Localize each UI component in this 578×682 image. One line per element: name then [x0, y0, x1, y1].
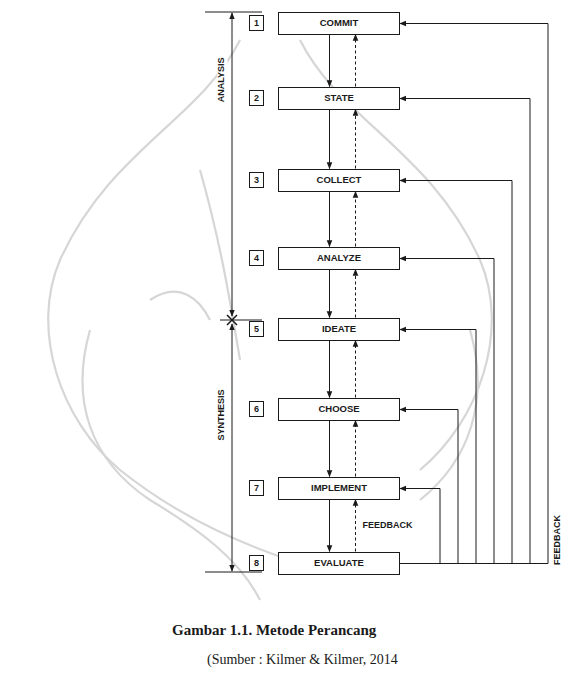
step-number: 4	[254, 254, 259, 263]
step-number: 3	[254, 176, 259, 185]
figure-caption: Gambar 1.1. Metode Perancang	[170, 622, 378, 639]
step-number-box: 3	[249, 172, 264, 188]
edge-label: FEEDBACK	[553, 513, 563, 565]
step-label: ANALYZE	[317, 253, 361, 263]
step-number: 1	[254, 19, 259, 28]
step-box: COLLECT	[278, 169, 400, 192]
step-box: IMPLEMENT	[278, 477, 400, 500]
return-arrow	[355, 110, 356, 169]
step-number-box: 4	[249, 250, 264, 266]
phase-label: ANALYSIS	[217, 56, 227, 105]
flow-arrow	[329, 341, 330, 398]
step-label: COMMIT	[320, 18, 359, 28]
step-number-box: 6	[249, 401, 264, 417]
step-number-box: 1	[249, 15, 264, 31]
step-label: EVALUATE	[314, 558, 364, 568]
flow-arrow	[329, 35, 330, 87]
step-number-box: 5	[249, 321, 264, 337]
feedback-arrow	[400, 259, 494, 564]
flow-arrow	[329, 270, 330, 318]
step-box: ANALYZE	[278, 247, 400, 270]
step-number-box: 8	[249, 555, 264, 571]
step-label: IMPLEMENT	[311, 483, 367, 493]
return-arrow	[355, 421, 356, 477]
step-label: STATE	[324, 93, 354, 103]
return-arrow	[355, 192, 356, 247]
edge-label: FEEDBACK	[362, 521, 414, 531]
step-box: EVALUATE	[278, 552, 400, 575]
step-label: IDEATE	[322, 324, 356, 334]
step-number: 8	[254, 559, 259, 568]
step-box: COMMIT	[278, 12, 400, 35]
return-arrow	[355, 341, 356, 398]
step-number-box: 2	[249, 90, 264, 106]
return-arrow	[355, 500, 356, 552]
step-box: IDEATE	[278, 318, 400, 341]
feedback-arrow	[400, 410, 458, 564]
watermark-logo	[48, 40, 492, 600]
source-note: (Sumber : Kilmer & Kilmer, 2014	[205, 652, 400, 667]
feedback-arrow	[400, 181, 512, 564]
step-label: CHOOSE	[318, 404, 359, 414]
step-number: 2	[254, 94, 259, 103]
step-box: CHOOSE	[278, 398, 400, 421]
step-label: COLLECT	[317, 175, 362, 185]
flow-arrow	[329, 192, 330, 247]
step-number: 5	[254, 325, 259, 334]
flow-arrow	[329, 421, 330, 477]
step-number: 6	[254, 405, 259, 414]
feedback-arrow	[400, 99, 530, 564]
flow-arrow	[329, 110, 330, 169]
return-arrow	[355, 270, 356, 318]
step-number-box: 7	[249, 480, 264, 496]
flow-arrow	[329, 500, 330, 552]
step-number: 7	[254, 484, 259, 493]
feedback-arrow	[400, 24, 548, 564]
phase-label: SYNTHESIS	[217, 387, 227, 442]
step-box: STATE	[278, 87, 400, 110]
return-arrow	[355, 35, 356, 87]
